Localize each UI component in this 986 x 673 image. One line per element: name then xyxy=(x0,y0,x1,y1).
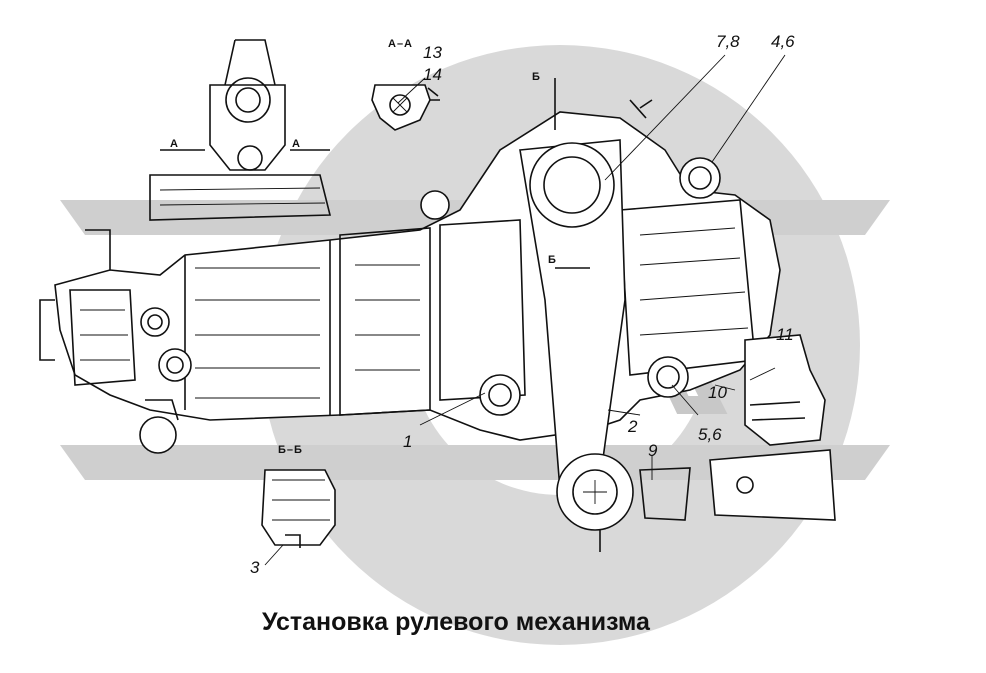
section-view-aa xyxy=(371,84,440,131)
mounting-bolts xyxy=(139,157,721,454)
callout-7-8: 7,8 xyxy=(716,32,740,51)
section-markers xyxy=(160,78,590,269)
callout-14: 14 xyxy=(423,65,442,84)
callout-9: 9 xyxy=(648,441,658,460)
callout-10: 10 xyxy=(708,383,727,402)
callout-2: 2 xyxy=(627,417,638,436)
section-label-a-left: А xyxy=(170,138,179,150)
callout-5-6: 5,6 xyxy=(698,425,722,444)
steering-gear-drawing xyxy=(39,39,836,566)
callout-13: 13 xyxy=(423,43,442,62)
callout-1: 1 xyxy=(403,432,412,451)
cardan-joint xyxy=(149,39,332,221)
section-label-b-mid: Б xyxy=(548,254,557,266)
callout-3: 3 xyxy=(250,558,260,577)
section-label-bb: Б–Б xyxy=(278,444,303,456)
callout-11: 11 xyxy=(776,325,794,344)
section-label-aa: А–А xyxy=(388,38,413,50)
leader-lines xyxy=(264,54,786,566)
section-view-bb xyxy=(261,469,336,548)
figure-caption: Установка рулевого механизма xyxy=(262,608,651,636)
bracket-right xyxy=(639,334,836,521)
section-labels: А–А Б–Б А А Б Б xyxy=(170,38,557,456)
section-label-b-top: Б xyxy=(532,71,541,83)
callout-4-6: 4,6 xyxy=(771,32,795,51)
section-label-a-right: А xyxy=(292,138,301,150)
pitman-arm xyxy=(519,99,653,552)
callouts: 1 2 3 4,6 5,6 7,8 9 10 11 13 14 xyxy=(250,32,795,577)
